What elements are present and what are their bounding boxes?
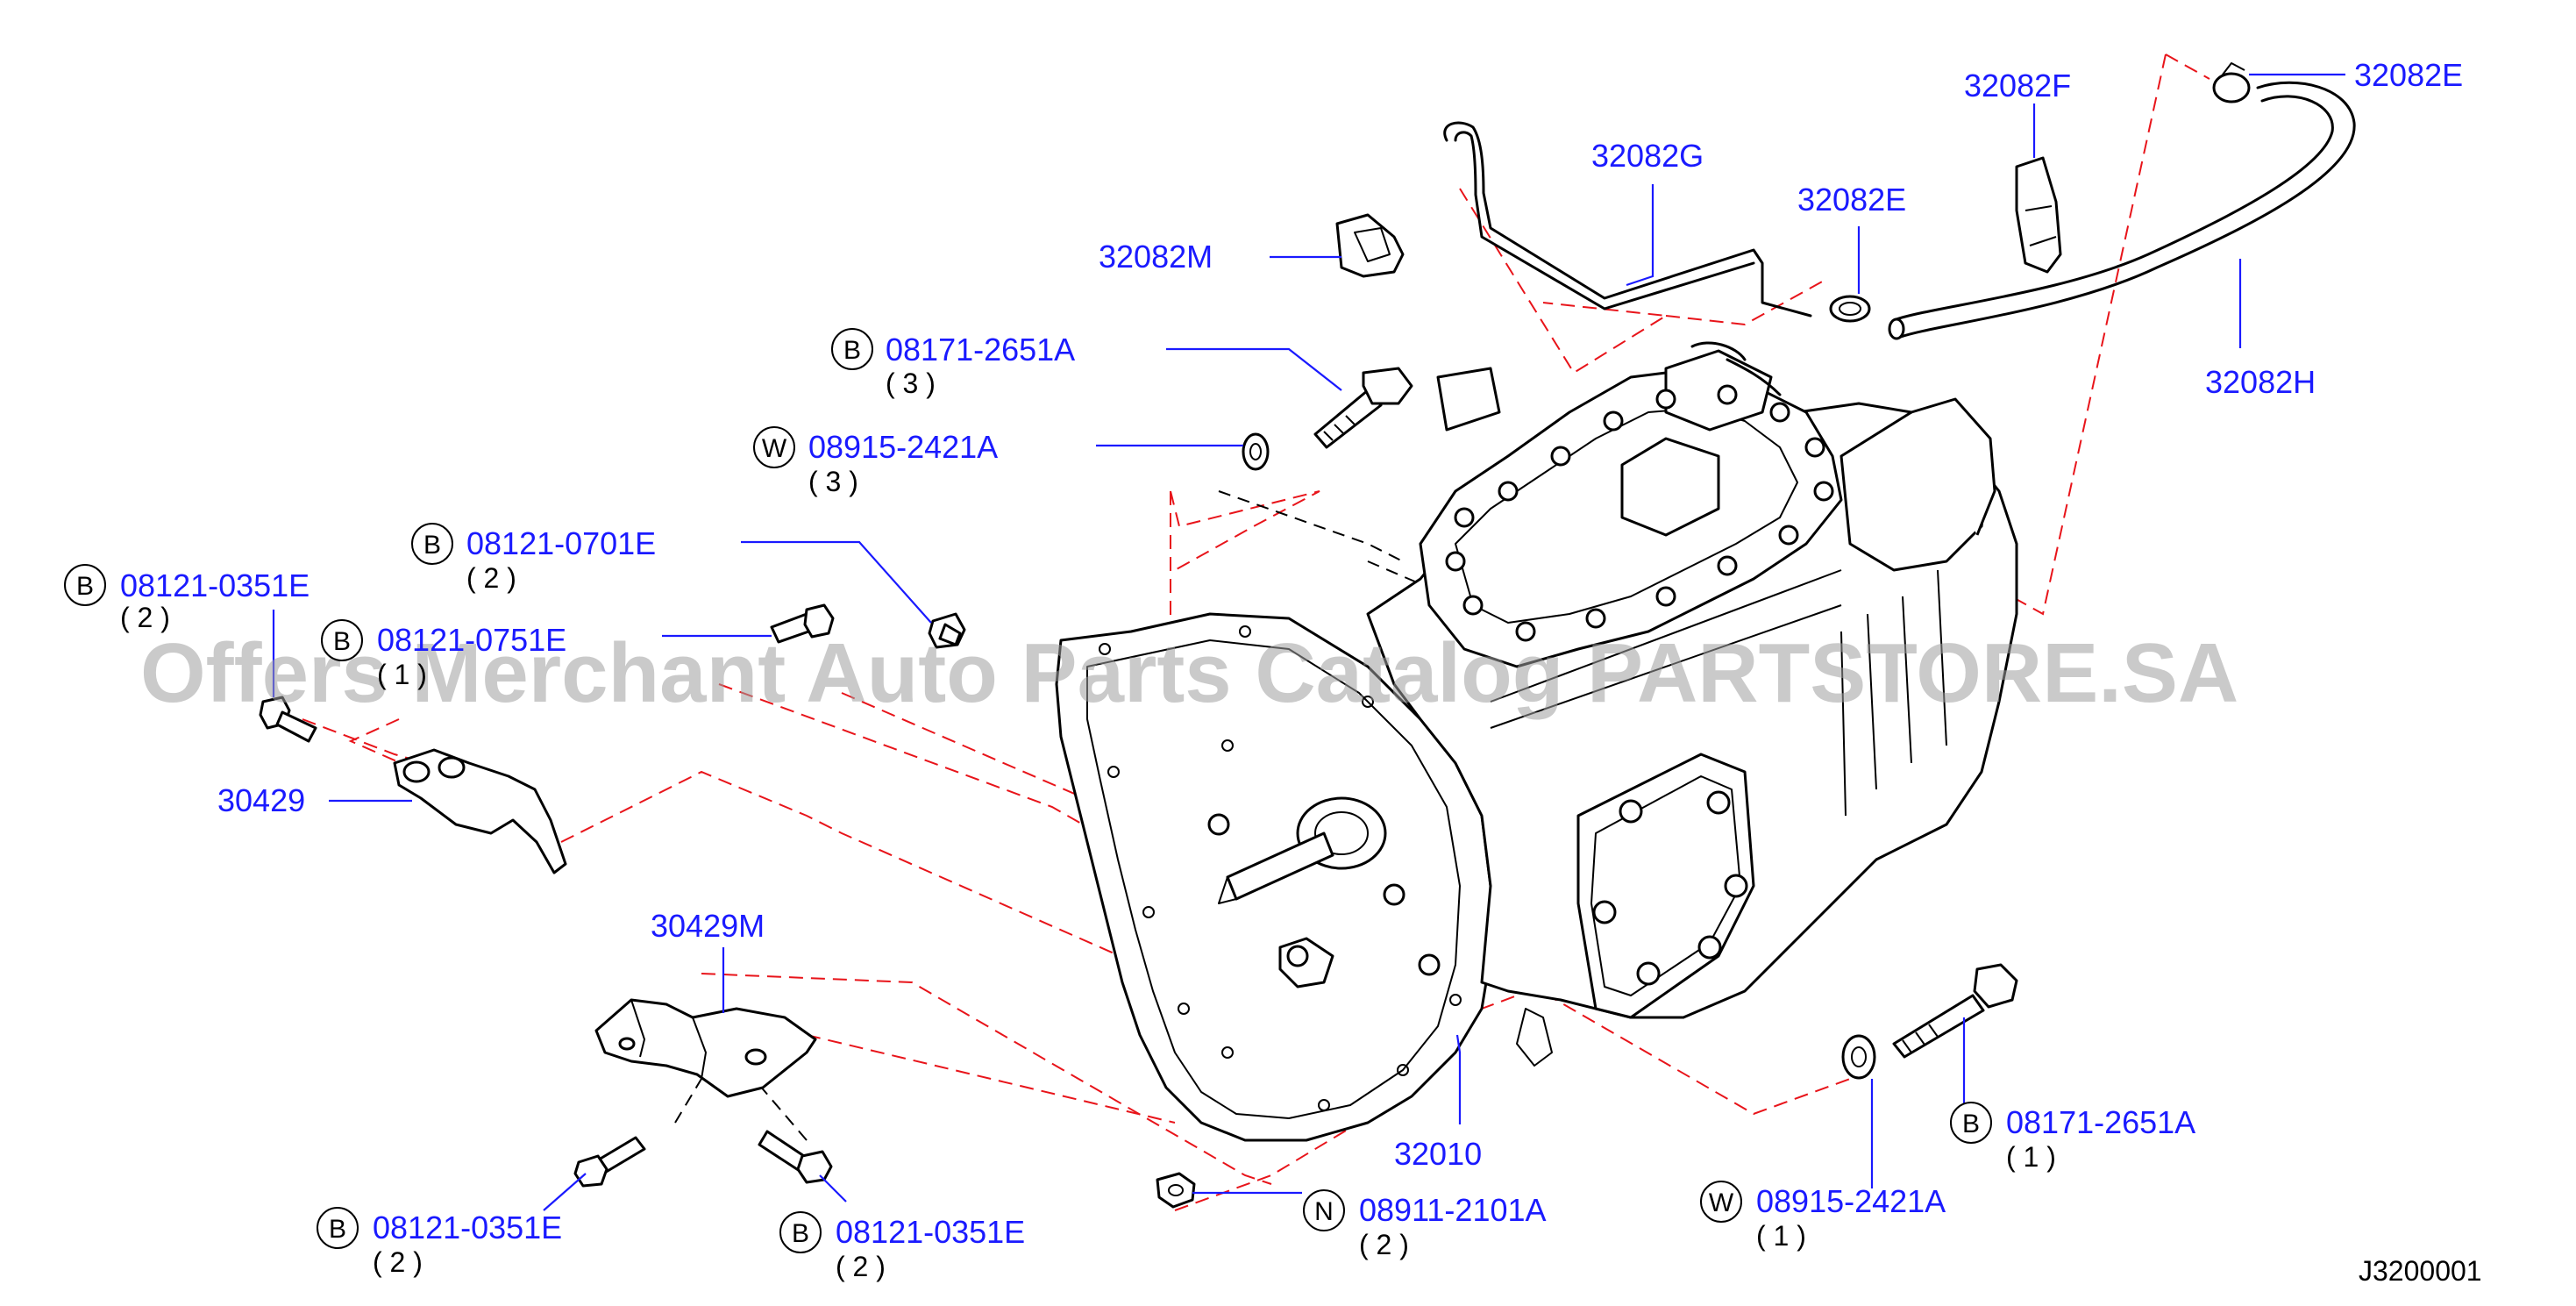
label-32082G[interactable]: 32082G: [1591, 138, 1704, 174]
label-08121-0351E-left: 08121-0351E: [120, 567, 310, 603]
qty-08121-0701E: ( 2 ): [466, 562, 516, 594]
clamp-32082E-mid: [1829, 295, 1871, 323]
callout-08121-0351E-bm[interactable]: B 08121-0351E ( 2 ): [779, 1211, 1025, 1282]
clip-32082F: [2015, 156, 2062, 274]
callout-08915-bottom[interactable]: W 08915-2421A ( 1 ): [1700, 1181, 1946, 1252]
bolt-08121-0351E-left: [259, 696, 317, 743]
qty-08121-0751E: ( 1 ): [377, 659, 427, 690]
label-08121-0701E: 08121-0701E: [466, 525, 656, 561]
badge-bolt-icon: B: [792, 1219, 809, 1248]
nut-08911: [1156, 1172, 1196, 1209]
badge-bolt-icon: B: [76, 572, 94, 601]
qty-08121-0351E-bl: ( 2 ): [373, 1246, 423, 1278]
callout-08121-0751E[interactable]: B 08121-0751E ( 1 ): [321, 619, 566, 690]
label-32082E-mid[interactable]: 32082E: [1797, 182, 1906, 218]
label-08171-2651A-top: 08171-2651A: [886, 332, 1075, 368]
label-08121-0751E: 08121-0751E: [377, 622, 566, 658]
qty-08171-bottom: ( 1 ): [2006, 1141, 2056, 1173]
qty-08121-0351E-left: ( 2 ): [120, 602, 170, 633]
bolt-08121-0751E: [770, 603, 835, 644]
qty-08171-top: ( 3 ): [886, 368, 936, 399]
badge-bolt-icon: B: [333, 627, 351, 656]
label-08915-2421A-top: 08915-2421A: [808, 429, 998, 465]
washer-08915-bottom: [1841, 1034, 1876, 1080]
label-32082M[interactable]: 32082M: [1099, 239, 1213, 275]
case-bolts: [1099, 384, 1834, 1111]
badge-washer-icon: W: [1709, 1188, 1734, 1217]
bolt-08171-bottom: [1892, 963, 2018, 1059]
callout-08171-top[interactable]: B 08171-2651A ( 3 ): [831, 328, 1075, 399]
qty-08121-0351E-bm: ( 2 ): [836, 1251, 886, 1282]
qty-08915-top: ( 3 ): [808, 466, 858, 497]
callout-08121-0351E-bl[interactable]: B 08121-0351E ( 2 ): [317, 1207, 562, 1278]
diagram-code: J3200001: [2359, 1255, 2482, 1287]
label-08121-0351E-bm: 08121-0351E: [836, 1214, 1025, 1250]
callout-08121-0701E[interactable]: B 08121-0701E ( 2 ): [411, 523, 656, 594]
hose-32082H: [1888, 81, 2356, 340]
bolt-08121-0351E-bl: [573, 1136, 646, 1188]
callout-08171-bottom[interactable]: B 08171-2651A ( 1 ): [1950, 1102, 2195, 1173]
bolt-08121-0701E: [928, 612, 966, 649]
bolt-08171-top: [1313, 367, 1413, 449]
bracket-30429: [393, 748, 567, 874]
label-08121-0351E-bl: 08121-0351E: [373, 1210, 562, 1245]
label-32082E-top[interactable]: 32082E: [2354, 57, 2463, 93]
label-32082F[interactable]: 32082F: [1964, 68, 2071, 103]
callout-08121-0351E-left[interactable]: B 08121-0351E ( 2 ): [64, 564, 310, 633]
bracket-30429M: [594, 998, 817, 1098]
pipe-32082G: [1443, 121, 1812, 318]
callout-08911[interactable]: N 08911-2101A ( 2 ): [1303, 1189, 1547, 1260]
clamp-32082E-top: [2212, 62, 2251, 103]
label-08171-2651A-bottom: 08171-2651A: [2006, 1104, 2195, 1140]
watermark: Offers Merchant Auto Parts Catalog PARTS…: [140, 626, 2238, 720]
callout-08915-top[interactable]: W 08915-2421A ( 3 ): [753, 426, 998, 497]
badge-washer-icon: W: [762, 434, 787, 463]
qty-08915-bottom: ( 1 ): [1756, 1220, 1806, 1252]
badge-bolt-icon: B: [843, 336, 861, 365]
badge-bolt-icon: B: [329, 1215, 346, 1244]
qty-08911: ( 2 ): [1359, 1229, 1409, 1260]
badge-bolt-icon: B: [1962, 1110, 1980, 1138]
label-08915-2421A-bottom: 08915-2421A: [1756, 1183, 1946, 1219]
label-30429M[interactable]: 30429M: [651, 908, 765, 944]
transmission-assembly: [1055, 341, 2018, 1142]
washer-08915-top: [1242, 432, 1270, 471]
label-32010[interactable]: 32010: [1394, 1136, 1482, 1172]
label-08911-2101A: 08911-2101A: [1359, 1192, 1547, 1228]
badge-bolt-icon: B: [423, 531, 441, 560]
badge-nut-icon: N: [1314, 1197, 1334, 1226]
clip-32082M: [1335, 213, 1405, 278]
label-32082H[interactable]: 32082H: [2205, 364, 2316, 400]
label-30429[interactable]: 30429: [217, 782, 305, 818]
leader-lines: [272, 73, 2345, 1211]
